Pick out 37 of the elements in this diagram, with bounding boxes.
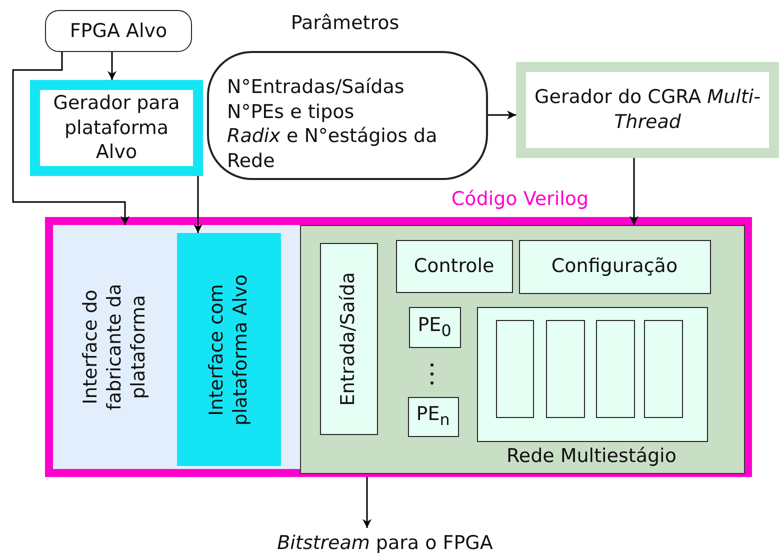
generator-box <box>516 62 779 158</box>
arrow <box>12 52 130 225</box>
node-label: Gerador do CGRA Multi-Thread <box>534 85 762 135</box>
parameter-text: Radix e N°estágios da Rede <box>227 124 438 174</box>
arrow <box>194 176 202 233</box>
node-label: Gerador para plataforma Alvo <box>52 90 181 166</box>
node-label: Interface do fabricante da plataforma <box>79 282 150 412</box>
stage-box <box>496 320 534 418</box>
arrow <box>108 52 116 80</box>
pe-box <box>408 306 460 348</box>
heading: Código Verilog <box>450 188 590 210</box>
control-block <box>396 240 512 292</box>
node-label: Controle <box>414 254 494 278</box>
node-label: Entrada/Saída <box>336 270 360 408</box>
configuration-block <box>518 240 710 294</box>
interface-block <box>177 233 281 466</box>
stage-box <box>644 320 683 418</box>
parameter-text: N°PEs e tipos <box>227 100 356 124</box>
node-label: Interface com plataforma Alvo <box>205 272 252 428</box>
output-label: Bitstream para o FPGA <box>277 530 493 556</box>
cgra-block <box>300 225 745 474</box>
stage-box <box>546 320 585 418</box>
arrow <box>630 158 638 225</box>
node-label: Configuração <box>551 254 678 279</box>
io-block <box>320 242 378 434</box>
pe-box <box>408 396 458 436</box>
arrow <box>362 477 372 528</box>
stage-box <box>596 320 635 418</box>
arrow <box>488 110 516 120</box>
node-label: PE$_{n}$ <box>416 402 450 431</box>
generator-box <box>30 80 203 176</box>
heading: Parâmetros <box>290 12 400 34</box>
heading: Rede Multiestágio <box>506 445 678 467</box>
terminal-box <box>45 10 192 52</box>
node-label: FPGA Alvo <box>70 18 168 44</box>
node-label: PE$_{0}$ <box>418 312 452 342</box>
parameter-text: N°Entradas/Saídas <box>227 75 406 100</box>
